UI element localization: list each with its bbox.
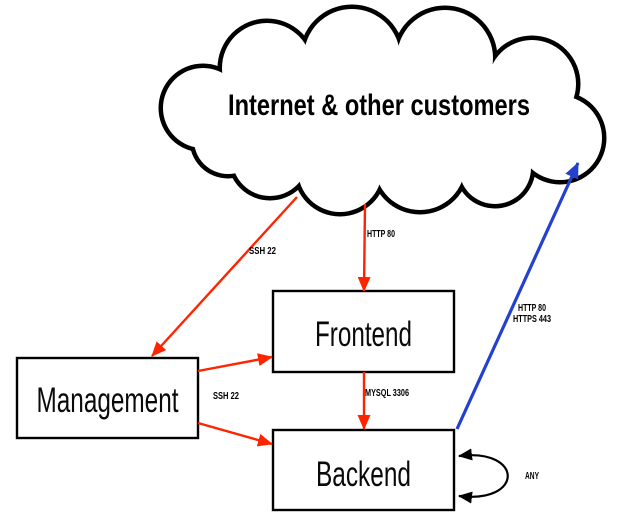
edge-label-ssh22-management: SSH 22 (213, 391, 239, 402)
edge-management-to-backend (197, 421, 273, 447)
cloud-fill (163, 9, 602, 212)
cloud-label: Internet & other customers (228, 89, 530, 122)
node-management-box (15, 356, 200, 440)
node-backend-label: Backend (316, 455, 411, 494)
edge-label-http80-blue: HTTP 80 (518, 303, 546, 314)
edge-label-any: ANY (525, 471, 539, 482)
node-frontend-box (271, 289, 456, 374)
edge-management-to-frontend (197, 353, 273, 373)
edge-label-mysql3306: MYSQL 3306 (365, 388, 409, 399)
internet-cloud-node: Internet & other customers (158, 4, 607, 217)
edge-label-https443-blue: HTTPS 443 (513, 314, 551, 325)
edge-internet-to-management (151, 196, 298, 357)
edge-internet-to-frontend (357, 203, 371, 292)
node-management-label: Management (37, 381, 179, 420)
edge-label-ssh22-internet: SSH 22 (249, 246, 276, 257)
edge-label-http80: HTTP 80 (367, 229, 395, 240)
node-backend-box (271, 428, 456, 512)
edge-backend-self-loop (458, 448, 509, 504)
edge-backend-to-internet (455, 162, 580, 430)
node-frontend-label: Frontend (315, 315, 412, 354)
